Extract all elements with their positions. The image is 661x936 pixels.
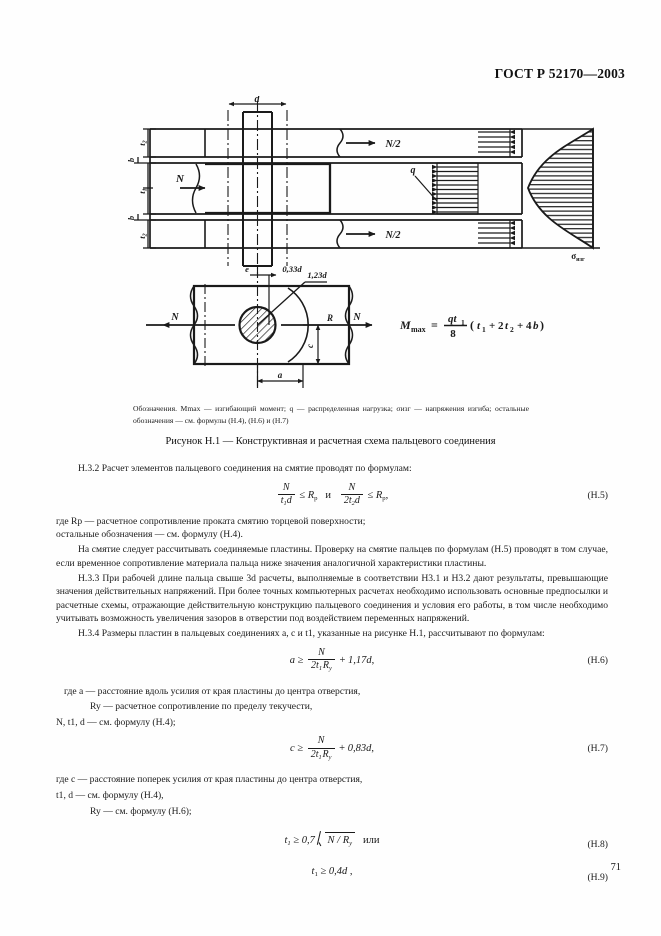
where-n-t1-d: N, t1, d — см. формулу (Н.4);: [56, 716, 176, 728]
formula-h9-number: (Н.9): [587, 872, 608, 884]
where-c: где c — расстояние поперек усилия от кра…: [56, 774, 363, 786]
formula-h8-number: (Н.8): [587, 839, 608, 851]
svg-text:2: 2: [510, 325, 514, 334]
document-body: Н.3.2 Расчет элементов пальцевого соедин…: [56, 462, 608, 898]
svg-text:): ): [540, 318, 544, 332]
paragraph-smjatie: На смятие следует рассчитывать соединяем…: [56, 544, 608, 569]
svg-text:1: 1: [482, 325, 486, 334]
figure-label-c: c: [305, 344, 315, 348]
svg-text:1: 1: [461, 318, 465, 327]
svg-text:+ 4: + 4: [517, 320, 532, 332]
where-ry-1: Ry — расчетное сопротивление по пределу …: [90, 701, 313, 713]
figure-label-q: q: [411, 165, 416, 176]
where-ry-2: Ry — см. формулу (Н.6);: [90, 805, 192, 817]
figure-label-1-23d: 1,23d: [307, 270, 327, 280]
figure-title: Рисунок Н.1 — Конструктивная и расчетная…: [165, 436, 496, 447]
formula-h7-number: (Н.7): [587, 743, 608, 755]
paragraph-h3-3: Н.3.3 При рабочей длине пальца свыше 3d …: [56, 572, 608, 625]
formula-h9: t1 ≥ 0,4d ,: [311, 866, 353, 879]
figure-label-d: d: [255, 96, 261, 105]
figure-label-N-plan-left: N: [170, 312, 179, 323]
svg-text:qt: qt: [448, 313, 458, 325]
svg-text:(: (: [470, 318, 474, 332]
figure-note: Обозначения. Mmax — изгибающий момент; q…: [133, 403, 529, 427]
where-t1-d: t1, d — см. формулу (Н.4),: [56, 790, 164, 801]
figure-label-R: R: [326, 313, 333, 323]
figure-label-N-left: N: [175, 173, 185, 185]
figure-h1-drawing: d t2 b t1 b t2: [0, 96, 661, 396]
figure-label-b-bottom: b: [126, 216, 136, 220]
page-header-standard-number: ГОСТ Р 52170—2003: [494, 66, 625, 81]
figure-label-b-top: b: [126, 158, 136, 162]
figure-label-N-plan-right: N: [352, 312, 361, 323]
formula-h8-row: t1 ≥ 0,7 N / Ry или (Н.8): [56, 832, 608, 858]
svg-text:t: t: [505, 320, 509, 332]
figure-h1-svg: d t2 b t1 b t2: [126, 96, 600, 388]
figure-label-e: e: [245, 264, 249, 274]
formula-h8-or-word: или: [363, 835, 380, 847]
figure-label-0-33d: 0,33d: [282, 264, 302, 274]
figure-label-a: a: [278, 370, 283, 380]
figure-stress-diagram: [527, 127, 594, 250]
svg-text:8: 8: [450, 328, 456, 340]
figure-formula-mmax: M max = qt 1 8 ( t 1 + 2 t 2 + 4 b ): [399, 313, 544, 340]
figure-label-t1: t1: [137, 188, 149, 193]
figure-label-N-half-bottom: N/2: [385, 230, 401, 241]
formula-h8: t1 ≥ 0,7 N / Ry или: [56, 832, 608, 849]
page-number: 71: [610, 862, 621, 873]
figure-label-sigma-bend: σизг: [571, 251, 585, 263]
svg-text:M: M: [399, 318, 411, 332]
formula-h6-number: (Н.6): [587, 654, 608, 666]
formula-h5-number: (Н.5): [587, 489, 608, 501]
svg-text:+ 2: + 2: [489, 320, 504, 332]
figure-label-t2-bottom: t2: [137, 233, 149, 238]
svg-text:=: =: [431, 318, 438, 332]
paragraph-h3-2: Н.3.2 Расчет элементов пальцевого соедин…: [78, 463, 412, 474]
figure-note-text: Обозначения. Mmax — изгибающий момент; q…: [133, 404, 529, 425]
where-a: где a — расстояние вдоль усилия от края …: [64, 685, 361, 697]
where-rp-line2: остальные обозначения — см. формулу (Н.4…: [56, 529, 243, 541]
formula-h9-row: t1 ≥ 0,4d , (Н.9): [56, 865, 608, 891]
svg-text:max: max: [411, 325, 426, 334]
where-rp-line1: где Rp — расчетное сопротивление проката…: [56, 515, 366, 527]
figure-label-t2-top: t2: [137, 140, 149, 145]
svg-text:t: t: [477, 320, 481, 332]
figure-label-N-half-top: N/2: [385, 139, 401, 150]
paragraph-h3-4: Н.3.4 Размеры пластин в пальцевых соедин…: [78, 627, 545, 639]
svg-text:b: b: [533, 320, 539, 332]
